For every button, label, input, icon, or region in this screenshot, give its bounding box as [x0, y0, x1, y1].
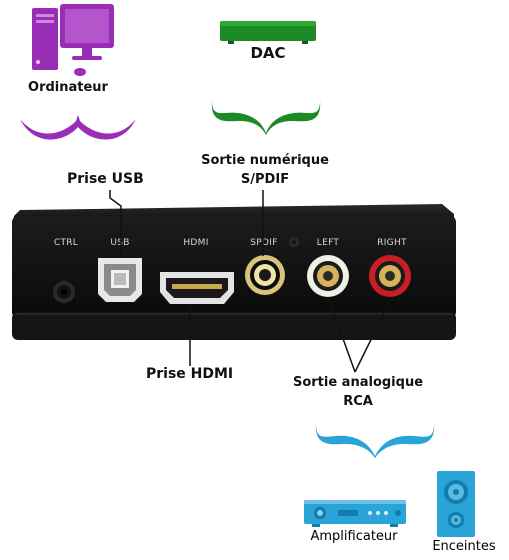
digital-out-label-line1: Sortie numérique — [201, 153, 329, 168]
panel-screw — [288, 236, 300, 248]
dac-label: DAC — [250, 44, 286, 62]
analog-out-label-line1: Sortie analogique — [292, 375, 424, 390]
computer-icon — [28, 2, 118, 80]
hdmi-plug-label: Prise HDMI — [146, 366, 234, 382]
dac-brace — [208, 97, 324, 137]
output-brace — [312, 420, 438, 460]
port-label-ctrl: CTRL — [53, 238, 79, 248]
port-label-right: RIGHT — [377, 238, 407, 248]
computer-brace — [18, 113, 138, 149]
port-label-hdmi: HDMI — [183, 238, 209, 248]
port-label-left: LEFT — [316, 238, 340, 248]
rca-left-port — [306, 254, 350, 298]
analog-out-label-line2: RCA — [343, 394, 373, 409]
usb-plug-label: Prise USB — [67, 171, 144, 187]
ctrl-jack — [52, 280, 76, 304]
usb-port — [94, 256, 146, 304]
dac-icon — [218, 19, 318, 45]
speaker-icon — [436, 470, 476, 538]
port-label-usb: USB — [110, 238, 130, 248]
port-label-spdif: SPDIF — [250, 238, 278, 248]
speakers-label: Enceintes — [432, 539, 496, 554]
digital-out-label-line2: S/PDIF — [240, 172, 290, 187]
computer-label: Ordinateur — [28, 80, 108, 95]
amplifier-label: Amplificateur — [310, 529, 398, 544]
hdmi-port — [158, 270, 236, 306]
amplifier-icon — [302, 496, 408, 528]
spdif-port — [244, 254, 286, 296]
rca-right-port — [368, 254, 412, 298]
